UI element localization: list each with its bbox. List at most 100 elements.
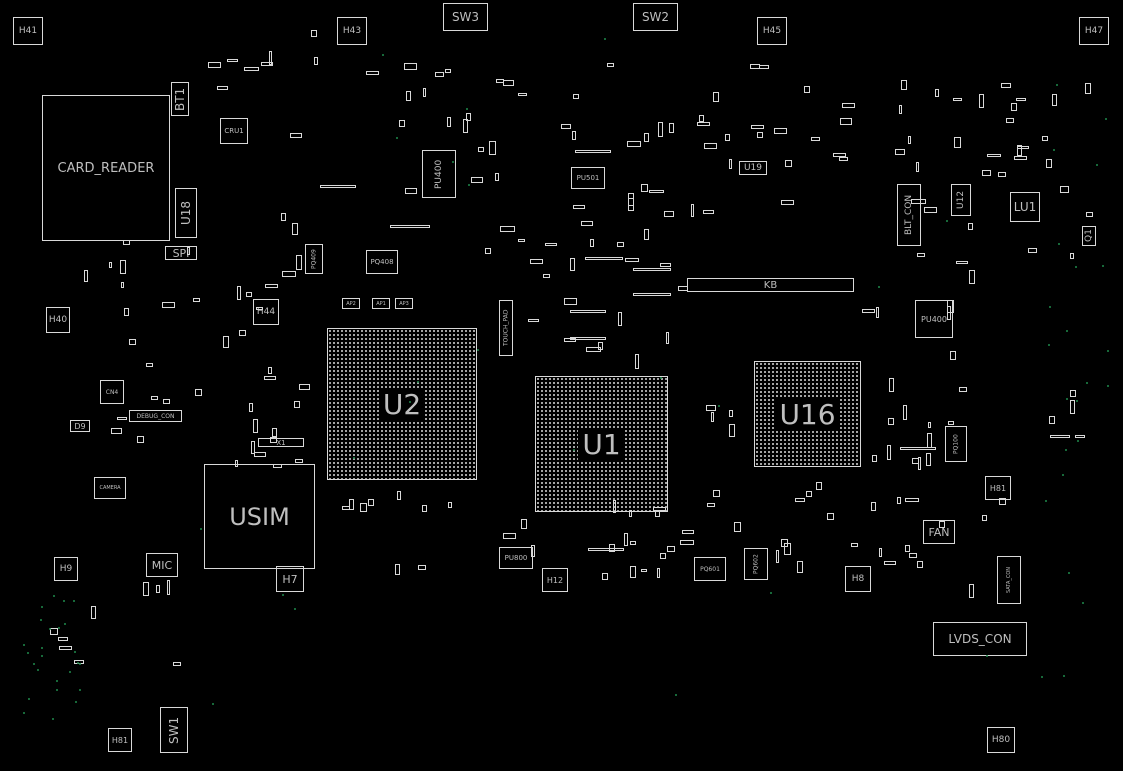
passive-component	[729, 424, 735, 437]
hole-h45[interactable]: H45	[757, 17, 787, 45]
battery-bt1[interactable]: BT1	[171, 82, 189, 116]
slot-usim[interactable]: USIM	[204, 464, 315, 569]
passive-component	[781, 200, 794, 205]
connector-fan[interactable]: FAN	[923, 520, 955, 544]
via-dot	[79, 689, 81, 691]
via-dot	[1041, 676, 1043, 678]
via-dot	[396, 137, 398, 139]
hole-h80[interactable]: H80	[987, 727, 1015, 753]
chip-pq602[interactable]: PQ602	[744, 548, 768, 580]
passive-component	[707, 503, 715, 507]
via-dot	[73, 600, 75, 602]
passive-component	[543, 274, 550, 278]
mic[interactable]: MIC	[146, 553, 178, 577]
passive-component	[50, 628, 58, 635]
chip-pq601[interactable]: PQ601	[694, 557, 726, 581]
chip-u12[interactable]: U12	[951, 184, 971, 216]
connector-debug-con[interactable]: DEBUG_CON	[129, 410, 182, 422]
passive-component	[570, 258, 575, 271]
passive-component	[635, 354, 639, 369]
hole-h44[interactable]: H44	[253, 299, 279, 325]
via-dot	[675, 694, 677, 696]
passive-component	[435, 72, 444, 77]
connector-blt-con[interactable]: BLT_CON	[897, 184, 921, 246]
passive-component	[503, 80, 514, 86]
chip-cru1[interactable]: CRU1	[220, 118, 248, 144]
via-dot	[33, 663, 35, 665]
passive-component	[299, 384, 310, 390]
passive-component	[58, 637, 68, 641]
hole-h7[interactable]: H7	[276, 566, 304, 592]
connector-camera[interactable]: CAMERA	[94, 477, 126, 499]
hole-h47[interactable]: H47	[1079, 17, 1109, 45]
connector-kb[interactable]: KB	[687, 278, 854, 292]
transistor-q1[interactable]: Q1	[1082, 226, 1096, 246]
passive-component	[924, 207, 937, 213]
bga-u16[interactable]: U16	[754, 361, 861, 467]
passive-component	[876, 307, 879, 318]
via-dot	[1053, 149, 1055, 151]
chip-pu400-top[interactable]: PU400	[422, 150, 456, 198]
card-reader-connector[interactable]: CARD_READER	[42, 95, 170, 241]
passive-component	[947, 306, 951, 320]
switch-sw3[interactable]: SW3	[443, 3, 488, 31]
switch-sw1[interactable]: SW1	[160, 707, 188, 753]
passive-component	[969, 270, 975, 284]
via-dot	[1075, 266, 1077, 268]
via-dot	[1076, 400, 1078, 402]
hole-h40[interactable]: H40	[46, 307, 70, 333]
passive-component	[399, 120, 405, 127]
hole-h43[interactable]: H43	[337, 17, 367, 45]
resistor-ap3[interactable]: AP3	[395, 298, 413, 309]
chip-pu800[interactable]: PU800	[499, 547, 533, 569]
hole-h41[interactable]: H41	[13, 17, 43, 45]
hole-h8[interactable]: H8	[845, 566, 871, 592]
passive-component	[573, 94, 579, 99]
crystal-x1[interactable]: X1	[258, 438, 304, 447]
passive-component	[982, 170, 991, 176]
chip-spi[interactable]: SPI	[165, 246, 197, 260]
passive-component	[911, 199, 926, 204]
passive-component	[223, 336, 229, 348]
via-dot	[23, 644, 25, 646]
passive-component	[290, 133, 302, 138]
via-dot	[573, 449, 575, 451]
chip-pu501[interactable]: PU501	[571, 167, 605, 189]
hole-h81-right[interactable]: H81	[985, 476, 1011, 500]
chip-pu400-right[interactable]: PU400	[915, 300, 953, 338]
passive-component	[691, 204, 694, 217]
chip-u18[interactable]: U18	[175, 188, 197, 238]
via-dot	[1068, 572, 1070, 574]
resistor-ap2[interactable]: AP2	[342, 298, 360, 309]
passive-component	[1006, 118, 1014, 123]
chip-lu1[interactable]: LU1	[1010, 192, 1040, 222]
connector-sata[interactable]: SATA_CON	[997, 556, 1021, 604]
chip-cn4[interactable]: CN4	[100, 380, 124, 404]
connector-touch-pad[interactable]: TOUCH_PAD	[499, 300, 513, 356]
passive-component	[261, 62, 273, 66]
chip-pq408[interactable]: PQ408	[366, 250, 398, 274]
passive-component	[246, 292, 252, 297]
chip-pq100[interactable]: PQ100	[945, 426, 967, 462]
bga-u1[interactable]: U1	[535, 376, 668, 512]
switch-sw2[interactable]: SW2	[633, 3, 678, 31]
diode-d9[interactable]: D9	[70, 420, 90, 432]
passive-component	[360, 503, 367, 512]
passive-component	[842, 103, 855, 108]
connector-lvds-con[interactable]: LVDS_CON	[933, 622, 1027, 656]
via-dot	[1077, 440, 1079, 442]
via-dot	[75, 701, 77, 703]
passive-component	[124, 308, 129, 316]
chip-u19[interactable]: U19	[739, 161, 767, 175]
hole-h9[interactable]: H9	[54, 557, 78, 581]
chip-pq409[interactable]: PQ409	[305, 244, 323, 274]
via-dot	[1066, 330, 1068, 332]
resistor-ap1[interactable]: AP1	[372, 298, 390, 309]
passive-component	[909, 553, 917, 558]
via-dot	[604, 38, 606, 40]
passive-component	[572, 131, 576, 140]
hole-h81-left[interactable]: H81	[108, 728, 132, 752]
hole-h12[interactable]: H12	[542, 568, 568, 592]
via-dot	[79, 663, 81, 665]
bga-u2[interactable]: U2	[327, 328, 477, 480]
